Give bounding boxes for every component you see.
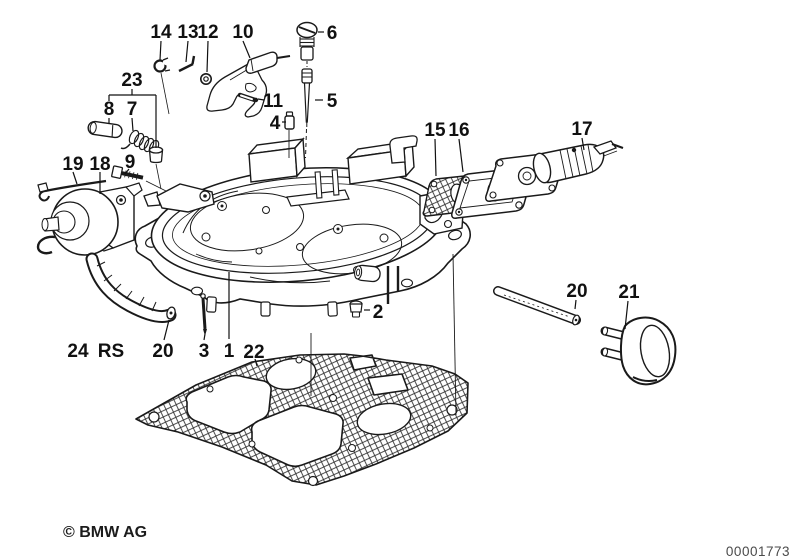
- callout-5[interactable]: 5: [327, 91, 338, 112]
- callout-22[interactable]: 22: [243, 342, 264, 363]
- part-pin-13: [178, 55, 196, 73]
- document-number: 00001773: [726, 544, 790, 559]
- part-diaphragm-unit-18: [36, 182, 143, 256]
- callout-10[interactable]: 10: [232, 22, 253, 43]
- callout-rs[interactable]: RS: [98, 341, 124, 362]
- callout-17[interactable]: 17: [571, 119, 592, 140]
- part-hose-24: [85, 252, 177, 324]
- copyright-text: © BMW AG: [63, 524, 147, 541]
- part-lever-10: [206, 51, 291, 118]
- callout-18[interactable]: 18: [89, 154, 110, 175]
- part-stud-3: [200, 293, 207, 336]
- callout-20-left[interactable]: 20: [152, 341, 173, 362]
- guide-lines: [310, 253, 457, 416]
- part-cup-23: [148, 146, 164, 190]
- callout-16[interactable]: 16: [448, 120, 469, 141]
- callout-2[interactable]: 2: [373, 302, 384, 323]
- callout-24[interactable]: 24: [67, 341, 89, 362]
- part-plug-4: [284, 111, 295, 158]
- callout-3[interactable]: 3: [199, 341, 210, 362]
- callout-8[interactable]: 8: [104, 99, 115, 120]
- part-washer-12: [200, 73, 213, 86]
- callout-20-right[interactable]: 20: [566, 281, 587, 302]
- part-clip-14: [153, 57, 171, 115]
- callout-14[interactable]: 14: [150, 22, 172, 43]
- callout-6[interactable]: 6: [327, 23, 338, 44]
- callout-21[interactable]: 21: [618, 282, 640, 303]
- part-screw-2: [349, 300, 363, 318]
- part-gasket-22: [135, 353, 469, 487]
- callout-13[interactable]: 13: [177, 22, 198, 43]
- part-choke-17: [532, 140, 624, 184]
- callout-12[interactable]: 12: [197, 22, 218, 43]
- callout-15[interactable]: 15: [424, 120, 446, 141]
- part-rod-19: [37, 179, 107, 202]
- callout-19[interactable]: 19: [62, 154, 83, 175]
- callout-1[interactable]: 1: [224, 341, 235, 362]
- callout-9[interactable]: 9: [125, 152, 136, 173]
- part-hose-20: [493, 286, 581, 326]
- part-plug-8: [87, 120, 123, 139]
- part-jet-needle-5: [301, 68, 313, 159]
- leader-lines: [72, 31, 629, 367]
- callout-4[interactable]: 4: [270, 113, 281, 134]
- callout-11[interactable]: 11: [263, 91, 284, 112]
- callout-23[interactable]: 23: [121, 70, 142, 91]
- part-knob-21: [600, 316, 677, 386]
- part-cap-screw-6: [296, 21, 318, 67]
- callout-7[interactable]: 7: [127, 99, 138, 120]
- part-pin-11: [237, 92, 259, 103]
- part-cover-body-1: [134, 135, 471, 317]
